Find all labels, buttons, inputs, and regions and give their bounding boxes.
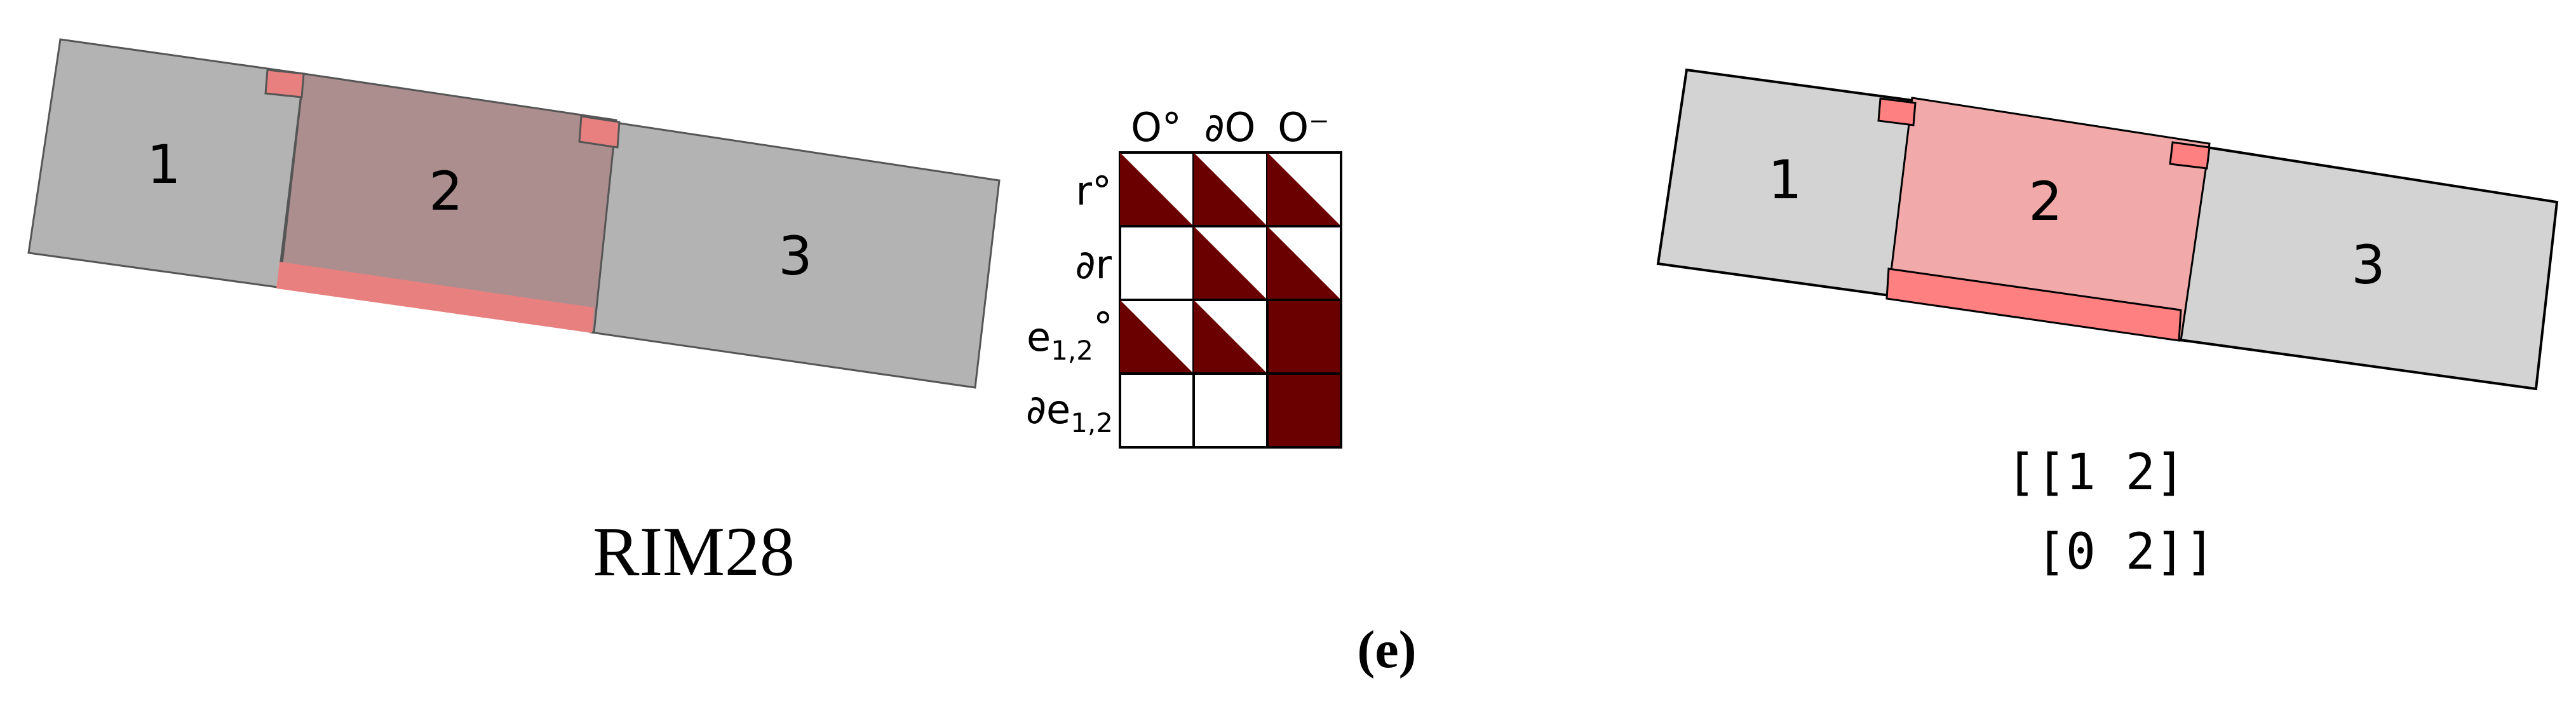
left-highlight-notch-1 bbox=[264, 69, 305, 98]
matrix-cells bbox=[1119, 151, 1342, 449]
matrix-cell-r1-c1-half-fill bbox=[1120, 152, 1194, 226]
matrix-row-header-3-sup: ° bbox=[1093, 304, 1113, 350]
right-diagram: 1 2 3 [[1 2] [0 2]] bbox=[1656, 68, 2559, 581]
matrix-cell-r4-c3 bbox=[1266, 372, 1342, 449]
matrix-row-header-1: r° bbox=[1076, 168, 1112, 214]
matrix-text-line-1: [[1 2] bbox=[2006, 444, 2185, 501]
matrix-cell-r2-c1 bbox=[1119, 225, 1195, 301]
matrix-row-header-4: ∂e1,2 bbox=[1026, 386, 1113, 438]
matrix-cell-r1-c3-half-fill bbox=[1267, 152, 1341, 226]
right-region-label-2: 2 bbox=[2028, 170, 2062, 233]
matrix-row-header-4-base: ∂e bbox=[1026, 386, 1070, 433]
matrix-row-header-2: ∂r bbox=[1075, 241, 1112, 288]
right-region-label-1: 1 bbox=[1768, 149, 1802, 211]
matrix-text-line-2: [0 2]] bbox=[2006, 524, 2215, 581]
right-region-label-3: 3 bbox=[2351, 234, 2385, 296]
right-highlight-notch-1 bbox=[1877, 97, 1917, 126]
matrix-col-header-2: ∂O bbox=[1204, 104, 1256, 151]
matrix-cell-r3-c2-half-fill bbox=[1194, 300, 1267, 374]
right-highlight-strip-bottom bbox=[1885, 267, 2182, 342]
matrix-cell-r3-c3 bbox=[1266, 299, 1342, 375]
relation-matrix: O° ∂O O⁻ r° ∂r e1,2° ∂e1,2 bbox=[1026, 104, 1342, 449]
matrix-row-header-3-base: e bbox=[1027, 314, 1051, 360]
matrix-cell-r4-c1 bbox=[1119, 372, 1195, 449]
left-highlight-strip-bottom bbox=[276, 262, 594, 333]
left-region-label-1: 1 bbox=[147, 133, 180, 196]
matrix-col-header-3: O⁻ bbox=[1278, 104, 1330, 151]
right-highlight-notch-2 bbox=[2169, 141, 2211, 170]
matrix-cell-r3-c1-half-fill bbox=[1120, 300, 1194, 374]
left-caption: RIM28 bbox=[593, 513, 795, 590]
matrix-row-header-3: e1,2° bbox=[1027, 304, 1113, 366]
matrix-row-header-3-sub: 1,2 bbox=[1051, 335, 1093, 366]
left-region-label-3: 3 bbox=[778, 225, 812, 287]
matrix-cell-r2-c2-half-fill bbox=[1194, 226, 1267, 300]
matrix-cell-r2-c3-half-fill bbox=[1267, 226, 1341, 300]
left-diagram: 1 2 3 RIM28 bbox=[27, 38, 1001, 590]
left-region-label-2: 2 bbox=[429, 160, 462, 222]
left-highlight-notch-2 bbox=[578, 115, 621, 149]
matrix-row-header-4-sub: 1,2 bbox=[1070, 407, 1113, 438]
matrix-cell-r1-c2-half-fill bbox=[1194, 152, 1267, 226]
matrix-col-header-1: O° bbox=[1131, 104, 1182, 151]
matrix-cell-r4-c2 bbox=[1192, 372, 1269, 449]
figure-label: (e) bbox=[1357, 620, 1416, 679]
left-region-2-overlap bbox=[278, 72, 617, 334]
